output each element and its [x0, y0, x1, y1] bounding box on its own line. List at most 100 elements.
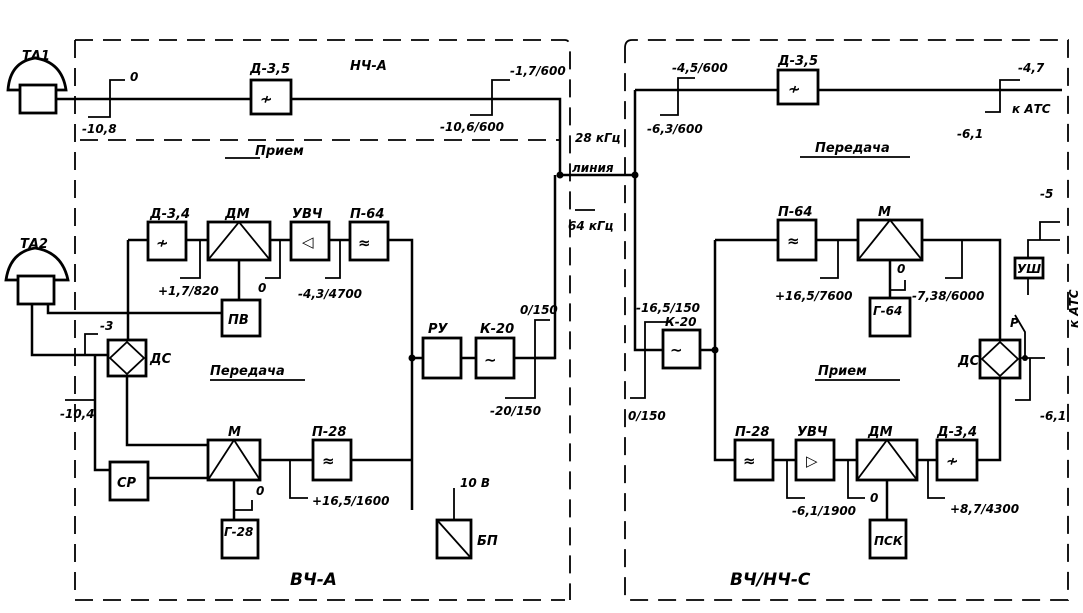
a-modulator-m [206, 438, 262, 482]
svg-text:≁: ≁ [156, 234, 169, 252]
a-filter-d35-top [249, 78, 293, 116]
level-label: -6,1 [1040, 409, 1066, 423]
level-label: -3 [100, 319, 113, 333]
a-p28-label: П-28 [312, 425, 346, 440]
level-label: -6,1/1900 [792, 504, 856, 518]
a-uvch-label: УВЧ [292, 207, 323, 222]
level-label: -6,3/600 [647, 122, 703, 136]
amplifier-icon: ◁ [302, 233, 314, 251]
a-dm-label: ДМ [224, 207, 250, 222]
level-label: -16,5/150 [636, 301, 700, 315]
c-filter-d35-top [776, 68, 820, 106]
c-block-ush [1013, 256, 1045, 280]
a-g28-label: Г-28 [224, 525, 253, 539]
ta1-label: ТА1 [22, 49, 50, 64]
c-receive-direction: Прием [818, 364, 867, 379]
c-m-label: М [878, 205, 891, 220]
c-k20-label: К-20 [665, 315, 697, 329]
c-psk-label: ПСК [874, 534, 904, 548]
svg-text:≈: ≈ [358, 234, 371, 252]
a-filter-d34 [146, 220, 188, 262]
station-a-border [74, 39, 571, 601]
level-label: 0 [258, 281, 266, 295]
a-transmit-direction: Передача [210, 364, 285, 379]
ta2-telephone-icon [4, 246, 70, 306]
level-label: -7,38/6000 [912, 289, 984, 303]
c-block-psk [868, 518, 908, 560]
level-label: 0 [897, 262, 905, 276]
level-label: 0/150 [520, 303, 558, 317]
level-label: +8,7/4300 [950, 502, 1019, 516]
level-label: 0/150 [628, 409, 666, 423]
level-label: -20/150 [490, 404, 541, 418]
to-ats-top-label: к АТС [1012, 102, 1051, 116]
ta2-label: ТА2 [20, 237, 48, 252]
svg-text:≈: ≈ [743, 452, 756, 470]
svg-text:∼: ∼ [670, 341, 683, 359]
level-label: -4,3/4700 [298, 287, 362, 301]
c-modulator-m [856, 218, 924, 262]
c-filter-p64 [776, 218, 818, 262]
c-uvch-label: УВЧ [797, 425, 828, 440]
line-label: линия [572, 161, 614, 175]
station-a-lf-label: НЧ-А [350, 59, 387, 74]
level-label: -4,5/600 [672, 61, 728, 75]
a-pv-label: ПВ [228, 313, 249, 328]
c-ush-label: УШ [1017, 262, 1041, 276]
a-d35-label: Д-3,5 [249, 62, 290, 77]
a-filter-p28 [311, 438, 353, 482]
a-level-regulator-ru [421, 336, 463, 380]
lowpass-filter-icon: ≁ [260, 90, 273, 108]
level-label: -1,7/600 [510, 64, 566, 78]
a-differential-system-ds [106, 338, 148, 378]
station-c-label: ВЧ/НЧ-С [730, 570, 811, 590]
a-d34-label: Д-3,4 [149, 207, 190, 222]
c-differential-system-ds [978, 338, 1022, 380]
level-label: +1,7/820 [158, 284, 219, 298]
level-label: -5 [1040, 187, 1053, 201]
level-label: -10,8 [82, 122, 117, 136]
level-label: -10,4 [60, 407, 95, 421]
freq-28-label: 28 кГц [575, 131, 621, 145]
a-block-pv [220, 298, 262, 338]
svg-text:≈: ≈ [787, 232, 800, 250]
c-demodulator-dm [855, 438, 919, 482]
freq-64-label: 64 кГц [568, 219, 614, 233]
station-a-hf-label: ВЧ-А [290, 570, 337, 590]
a-ds-label: ДС [149, 352, 172, 367]
svg-text:∼: ∼ [484, 351, 497, 369]
c-g64-label: Г-64 [873, 304, 902, 318]
c-generator-g64 [868, 296, 912, 338]
to-ats-right-label: к АТС [1067, 289, 1081, 328]
level-label: 0 [870, 491, 878, 505]
a-k20-label: К-20 [480, 322, 514, 337]
level-label: +16,5/1600 [312, 494, 389, 508]
c-ds-label: ДС [957, 354, 980, 369]
c-dm-label: ДМ [867, 425, 893, 440]
a-sr-label: СР [117, 476, 137, 491]
ta1-telephone-icon [6, 56, 68, 115]
c-p64-label: П-64 [778, 205, 812, 220]
c-transmit-direction: Передача [815, 141, 890, 156]
level-label: -6,1 [957, 127, 983, 141]
station-c-border [624, 39, 1069, 601]
a-receive-direction: Прием [255, 144, 304, 159]
level-label: 0 [256, 484, 264, 498]
c-p28-label: П-28 [735, 425, 769, 440]
a-demodulator-dm [206, 220, 272, 262]
svg-text:≁: ≁ [946, 452, 959, 470]
a-block-sr [108, 460, 150, 502]
c-d34-label: Д-3,4 [936, 425, 977, 440]
level-label: 0 [130, 70, 138, 84]
level-label: +16,5/7600 [775, 289, 852, 303]
svg-text:≁: ≁ [788, 80, 801, 98]
level-label: -4,7 [1018, 61, 1045, 75]
level-label: 10 В [460, 476, 490, 490]
level-label: -10,6/600 [440, 120, 504, 134]
a-p64-label: П-64 [350, 207, 384, 222]
c-filter-k20 [661, 328, 702, 370]
a-m-label: М [228, 425, 241, 440]
svg-text:≈: ≈ [322, 452, 335, 470]
c-filter-d34 [935, 438, 979, 482]
